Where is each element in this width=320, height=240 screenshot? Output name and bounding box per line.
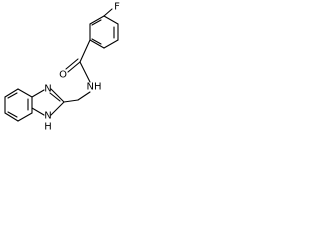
imidazole-n1-c7a-bond	[31, 107, 45, 116]
fluorine-label: F	[114, 2, 120, 13]
benzo-bond	[4, 88, 19, 98]
imidazole-h-label: H	[44, 122, 52, 133]
ring-double-bond-inner	[91, 38, 102, 45]
imidazole-n3-c3a-bond	[31, 89, 45, 98]
ch2-imidazole-bond	[63, 99, 79, 103]
imidazole-n-label: N	[44, 84, 51, 95]
benzo-double-bond-inner	[7, 92, 18, 99]
benzo-double-bond-inner	[7, 111, 18, 118]
n-ch2-bond	[77, 91, 91, 101]
benzo-bond	[17, 112, 33, 122]
ring-bond	[103, 39, 119, 49]
oxygen-label: O	[59, 70, 67, 81]
ring-bond	[103, 15, 119, 25]
imidazole-double-bond-inner	[49, 92, 61, 102]
imidazole-ring	[31, 88, 65, 116]
ring-bond	[89, 39, 105, 49]
imidazole-c2-n3-bond	[50, 88, 65, 103]
chemical-structure-diagram: F O NH N N H	[4, 2, 120, 133]
benzo-ring	[4, 88, 33, 122]
imidazole-c2-n1-bond	[50, 101, 65, 116]
amide-c-n-bond	[79, 61, 91, 83]
ring-double-bond-inner	[91, 19, 102, 26]
carbonyl-double-bond	[67, 61, 81, 73]
benzo-bond	[17, 88, 33, 98]
ring-bond	[89, 15, 105, 25]
aryl-carbonyl-bond	[79, 39, 91, 63]
imidazole-nh-n-label: N	[44, 111, 51, 122]
c-f-bond	[103, 8, 113, 17]
amide-nh-label: NH	[87, 82, 102, 93]
benzo-bond	[4, 112, 19, 122]
fluorophenyl-ring	[89, 15, 119, 49]
carbonyl-double-bond-second	[65, 58, 79, 70]
